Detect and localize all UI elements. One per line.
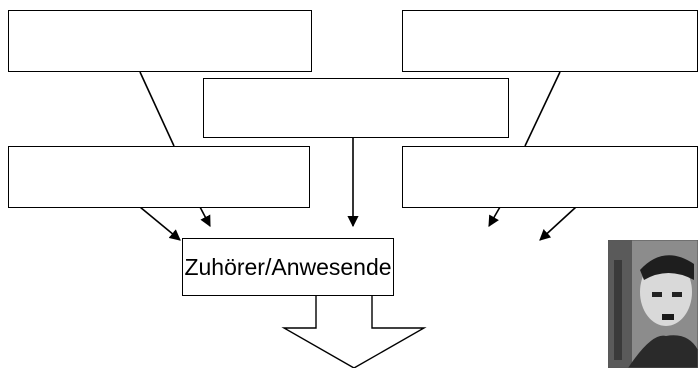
box-top-left — [8, 10, 312, 72]
arrow-left-outer — [139, 206, 181, 241]
center-box: Zuhörer/Anwesende — [182, 238, 394, 296]
portrait-photo — [608, 240, 698, 368]
block-arrow-down — [281, 296, 427, 368]
arrow-right-inner — [488, 206, 501, 227]
connector-top-right-line — [524, 71, 561, 147]
portrait-photo-icon — [608, 240, 698, 368]
arrow-right-outer — [539, 206, 577, 241]
box-middle-center — [203, 78, 509, 138]
box-middle-right — [402, 146, 698, 208]
box-top-right — [402, 10, 698, 72]
connector-top-left-line — [139, 71, 175, 147]
center-label: Zuhörer/Anwesende — [184, 253, 392, 280]
arrow-left-inner — [199, 206, 211, 227]
box-middle-left — [8, 146, 310, 208]
